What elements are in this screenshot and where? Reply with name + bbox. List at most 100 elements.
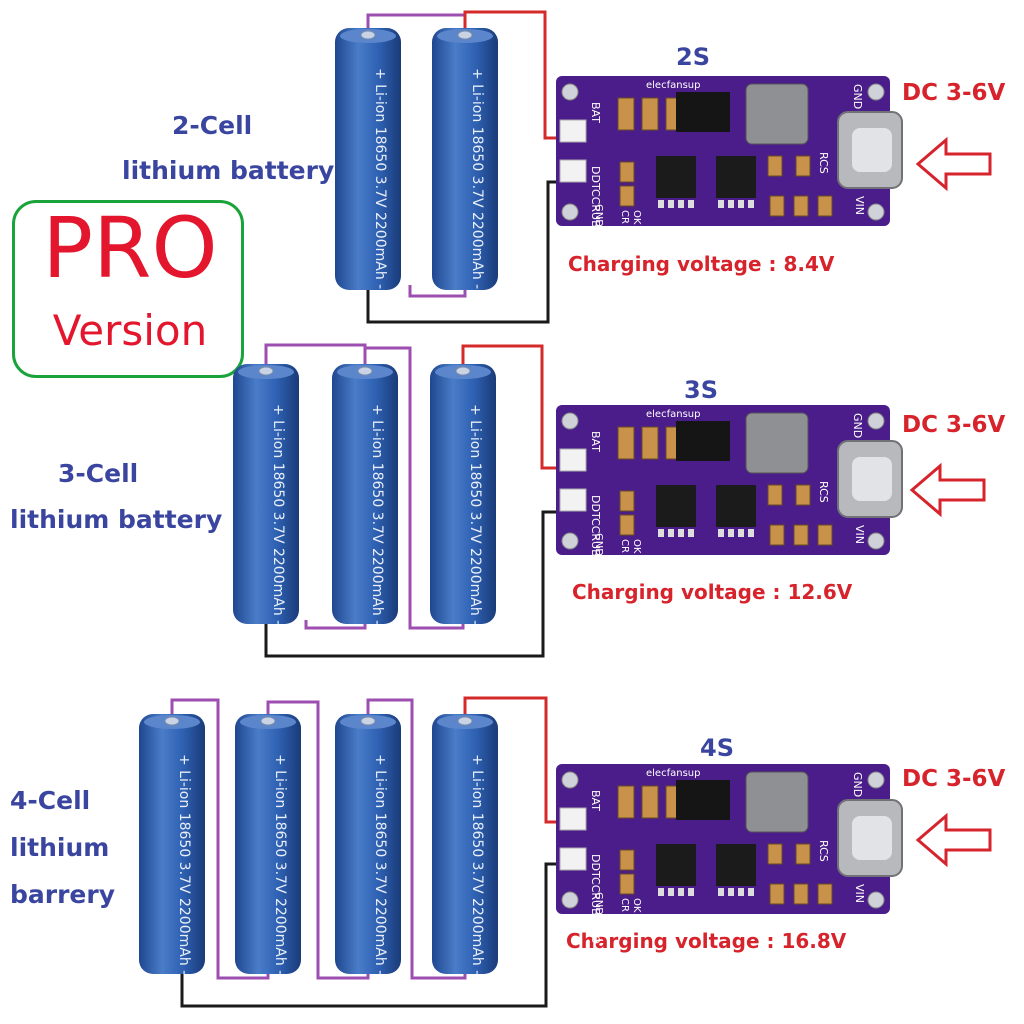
ic-pin xyxy=(688,888,694,896)
battery-terminal xyxy=(457,716,473,726)
mount-hole xyxy=(867,891,885,909)
ic-2 xyxy=(716,485,756,527)
smd-part xyxy=(767,155,783,177)
smd-part xyxy=(619,161,635,183)
silkscreen-text: VIN xyxy=(853,884,866,903)
smd-part xyxy=(793,883,809,905)
battery-label: + Li-ion 18650 3.7V 2200mAh - xyxy=(176,754,192,975)
input-label-3s: DC 3-6V xyxy=(902,412,1006,438)
pro-badge-subtitle: Version xyxy=(52,306,208,355)
silkscreen-text: DDTCCRUB_PRO xyxy=(589,495,602,585)
ic-pin xyxy=(658,200,664,208)
silkscreen-text: RCS xyxy=(817,481,830,503)
battery-body xyxy=(432,28,498,290)
silkscreen-text: elecfansup xyxy=(646,80,700,91)
wire-series-4s-a xyxy=(170,698,270,980)
battery-label: + Li-ion 18650 3.7V 2200mAh - xyxy=(272,754,288,975)
battery-label: + Li-ion 18650 3.7V 2200mAh - xyxy=(469,68,485,289)
capacitor xyxy=(641,97,659,131)
input-label-2s: DC 3-6V xyxy=(902,80,1006,106)
silkscreen-text: VIN xyxy=(853,525,866,544)
wire-negative-3s xyxy=(264,510,570,658)
wire-series-4s-b xyxy=(266,700,370,980)
wire-positive-2s xyxy=(463,10,570,140)
silkscreen-text: CR xyxy=(619,898,630,912)
battery-terminal xyxy=(360,30,376,40)
pro-badge-title: PRO xyxy=(42,199,218,297)
cell-label-2s-line1: 2-Cell xyxy=(172,111,253,140)
battery-terminal xyxy=(258,366,274,376)
battery-terminal xyxy=(260,716,276,726)
silkscreen-text: BAT xyxy=(589,790,602,811)
battery-3s-2: + Li-ion 18650 3.7V 2200mAh - xyxy=(430,364,496,625)
mount-hole xyxy=(561,83,579,101)
battery-4s-3: + Li-ion 18650 3.7V 2200mAh - xyxy=(432,714,498,975)
battery-4s-1: + Li-ion 18650 3.7V 2200mAh - xyxy=(235,714,301,975)
ic-pin xyxy=(658,888,664,896)
battery-label: + Li-ion 18650 3.7V 2200mAh - xyxy=(372,68,388,289)
smd-part xyxy=(795,155,811,177)
silkscreen-text: elecfansup xyxy=(646,768,700,779)
smd-part xyxy=(619,849,635,871)
silkscreen-text: RCS xyxy=(817,152,830,174)
ic-pin xyxy=(668,200,674,208)
bat-negative-terminal xyxy=(559,159,587,183)
silkscreen-text: DDTCCRUB_PRO xyxy=(589,166,602,256)
inductor xyxy=(745,412,809,474)
ic-pin xyxy=(658,529,664,537)
battery-2s-1: + Li-ion 18650 3.7V 2200mAh - xyxy=(432,28,498,290)
bat-negative-terminal xyxy=(559,488,587,512)
mosfet xyxy=(676,780,730,820)
ic-2 xyxy=(716,844,756,886)
ic-pin xyxy=(678,529,684,537)
smd-part xyxy=(769,195,785,217)
silkscreen-text: RCS xyxy=(817,840,830,862)
silkscreen-text: GND xyxy=(851,772,864,797)
cell-label-4s-line2: lithium xyxy=(10,833,110,862)
battery-2s-0: + Li-ion 18650 3.7V 2200mAh - xyxy=(335,28,401,290)
battery-terminal xyxy=(455,366,471,376)
charger-board-3s: elecfansupBATDDTCCRUB_PROGNDGNDRCSVINOKC… xyxy=(556,405,903,585)
capacitor xyxy=(617,97,635,131)
silkscreen-text: BAT xyxy=(589,102,602,123)
silkscreen-text: GND xyxy=(593,204,604,227)
ic-pin xyxy=(718,529,724,537)
bat-positive-terminal xyxy=(559,448,587,472)
ic-1 xyxy=(656,485,696,527)
battery-body xyxy=(430,364,496,624)
ic-pin xyxy=(728,529,734,537)
battery-body xyxy=(432,714,498,974)
ic-pin xyxy=(738,529,744,537)
ic-pin xyxy=(748,888,754,896)
charger-board-2s: elecfansupBATDDTCCRUB_PROGNDGNDRCSVINOKC… xyxy=(556,76,903,256)
ic-pin xyxy=(738,888,744,896)
battery-body xyxy=(233,364,299,624)
capacitor xyxy=(617,785,635,819)
smd-part xyxy=(619,514,635,536)
bat-positive-terminal xyxy=(559,807,587,831)
bat-positive-terminal xyxy=(559,119,587,143)
usb-c-opening xyxy=(852,457,892,501)
wire-series-4s-c xyxy=(366,698,467,980)
battery-terminal xyxy=(360,716,376,726)
ic-1 xyxy=(656,156,696,198)
battery-body xyxy=(335,714,401,974)
bat-negative-terminal xyxy=(559,847,587,871)
ic-pin xyxy=(678,200,684,208)
ic-pin xyxy=(748,200,754,208)
capacitor xyxy=(641,426,659,460)
series-label-3s: 3S xyxy=(684,376,718,404)
silkscreen-text: GND xyxy=(593,533,604,556)
battery-body xyxy=(235,714,301,974)
silkscreen-text: OK xyxy=(631,898,642,913)
mount-hole xyxy=(867,771,885,789)
battery-terminal xyxy=(457,30,473,40)
battery-4s-0: + Li-ion 18650 3.7V 2200mAh - xyxy=(139,714,205,975)
mount-hole xyxy=(867,532,885,550)
charging-voltage-3s: Charging voltage : 12.6V xyxy=(572,580,853,604)
battery-body xyxy=(139,714,205,974)
ic-pin xyxy=(718,200,724,208)
wire-negative-2s xyxy=(366,180,570,324)
silkscreen-text: GND xyxy=(593,892,604,915)
cell-label-3s-line1: 3-Cell xyxy=(58,459,139,488)
